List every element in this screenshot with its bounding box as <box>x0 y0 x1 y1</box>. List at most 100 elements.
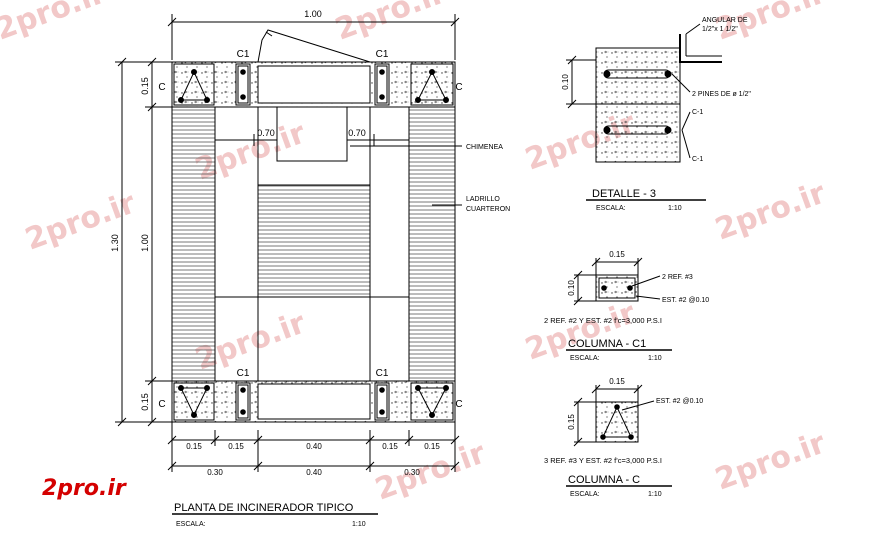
label-c1: C1 <box>376 49 389 60</box>
bottom-ext-lines <box>171 422 456 472</box>
leader-est <box>635 295 661 300</box>
column-c1-text: 0.15 0.10 2 REF. #3 EST. #2 @0.10 2 REF.… <box>544 250 709 362</box>
column-c-section <box>566 384 672 487</box>
c-stirrup <box>602 405 632 438</box>
c1-scale-value: 1:10 <box>648 355 662 362</box>
detail-3-dim: 0.10 <box>561 74 570 90</box>
dim-tick <box>147 417 157 427</box>
c1-label-b: C-1 <box>692 156 703 163</box>
column-c1-top-right <box>374 63 390 106</box>
c-scale-value: 1:10 <box>648 491 662 498</box>
chamber-grate <box>257 184 371 298</box>
plan-title: PLANTA DE INCINERADOR TIPICO <box>174 502 354 514</box>
label-c1: C1 <box>237 368 250 379</box>
column-c-top-left <box>173 63 215 106</box>
plan-scale-value: 1:10 <box>352 521 366 528</box>
left-brick-wall <box>171 106 216 382</box>
c-est-label: EST. #2 @0.10 <box>656 398 703 405</box>
dim-left-inner: 1.00 <box>140 234 150 252</box>
detail-3 <box>566 23 722 201</box>
pines-label: 2 PINES DE ø 1/2" <box>692 91 751 98</box>
column-c-top-right <box>410 63 454 106</box>
c1-dim-h: 0.10 <box>567 280 576 296</box>
column-c-bottom-left <box>173 382 215 421</box>
dim-bottom: 0.40 <box>306 468 322 477</box>
label-c1: C1 <box>237 49 250 60</box>
c-spec: 3 REF. #3 Y EST. #2 f'c=3,000 P.S.I <box>544 456 662 465</box>
column-c1-top-left <box>235 63 251 106</box>
angular-label-2: 1/2"x 1 1/2" <box>702 26 738 33</box>
bottom-dim-ticks <box>167 435 460 471</box>
leader-c1-a <box>681 111 691 131</box>
c1-ref-label: 2 REF. #3 <box>662 274 693 281</box>
dim-tick <box>117 417 127 427</box>
dim-tick <box>167 17 177 27</box>
detail-3-scale-value: 1:10 <box>668 205 682 212</box>
label-c: C <box>455 399 462 410</box>
dim-tick <box>117 57 127 67</box>
site-logo: 2pro.ir <box>42 476 127 501</box>
top-opening <box>257 65 371 104</box>
label-c: C <box>158 399 165 410</box>
c-title: COLUMNA - C <box>568 474 640 486</box>
annotation-cuarteron: CUARTERON <box>466 206 510 213</box>
dim-bottom: 0.30 <box>207 468 223 477</box>
watermark: 2pro.ir <box>331 0 451 48</box>
plan-text: 1.00 1.30 1.00 0.15 0.15 0.70 0.70 C1 C1… <box>110 9 510 528</box>
c1-dim-w: 0.15 <box>609 250 625 259</box>
c1-est-label: EST. #2 @0.10 <box>662 297 709 304</box>
dim-bottom: 0.15 <box>228 442 244 451</box>
chimney-cap-detail <box>265 31 273 37</box>
annotation-ladrillo: LADRILLO <box>466 196 500 203</box>
dim-tick <box>450 17 460 27</box>
dim-left-total: 1.30 <box>110 234 120 252</box>
label-c1: C1 <box>376 368 389 379</box>
watermark: 2pro.ir <box>711 425 831 497</box>
column-c1-section <box>566 257 672 351</box>
dim-top-total: 1.00 <box>304 9 322 19</box>
c-scale-label: ESCALA: <box>570 491 600 498</box>
watermark: 2pro.ir <box>711 175 831 247</box>
leader-ref <box>631 275 661 287</box>
column-c1-bottom-left <box>235 382 251 421</box>
dim-tick <box>147 102 157 112</box>
plan-scale-label: ESCALA: <box>176 521 206 528</box>
dim-tick <box>147 376 157 386</box>
chimney-cap <box>257 29 371 63</box>
c1-stirrup <box>598 277 636 299</box>
annotation-chimenea: CHIMENEA <box>466 144 503 151</box>
c1-title: COLUMNA - C1 <box>568 338 646 350</box>
dim-bottom: 0.15 <box>382 442 398 451</box>
leader-pines <box>671 73 691 93</box>
label-c: C <box>158 82 165 93</box>
dim-inner-left: 0.70 <box>257 128 275 138</box>
bottom-opening <box>257 383 371 420</box>
dim-tick <box>147 57 157 67</box>
label-c: C <box>455 82 462 93</box>
detail-3-scale-label: ESCALA: <box>596 205 626 212</box>
dim-left-top: 0.15 <box>140 77 150 95</box>
column-c-text: 0.15 0.15 EST. #2 @0.10 3 REF. #3 Y EST.… <box>544 377 703 498</box>
dim-bottom: 0.30 <box>404 468 420 477</box>
c1-spec: 2 REF. #2 Y EST. #2 f'c=3,000 P.S.I <box>544 316 662 325</box>
right-brick-wall <box>408 106 456 382</box>
dim-bottom: 0.40 <box>306 442 322 451</box>
dim-left-bottom: 0.15 <box>140 393 150 411</box>
detail-3-text: ANGULAR DE 1/2"x 1 1/2" 2 PINES DE ø 1/2… <box>561 17 751 212</box>
leader-est <box>621 400 655 411</box>
leader-angular <box>685 23 701 35</box>
watermark: 2pro.ir <box>0 0 110 48</box>
detail-3-title: DETALLE - 3 <box>592 188 656 200</box>
detail-3-wall <box>595 47 681 163</box>
leader-c1-b <box>681 129 691 159</box>
c-dim-w: 0.15 <box>609 377 625 386</box>
c1-scale-label: ESCALA: <box>570 355 600 362</box>
angle-iron <box>679 34 722 63</box>
angular-label-1: ANGULAR DE <box>702 17 748 24</box>
incinerator-plan <box>115 14 462 515</box>
dim-bottom: 0.15 <box>424 442 440 451</box>
dim-bottom: 0.15 <box>186 442 202 451</box>
c-dim-h: 0.15 <box>567 414 576 430</box>
